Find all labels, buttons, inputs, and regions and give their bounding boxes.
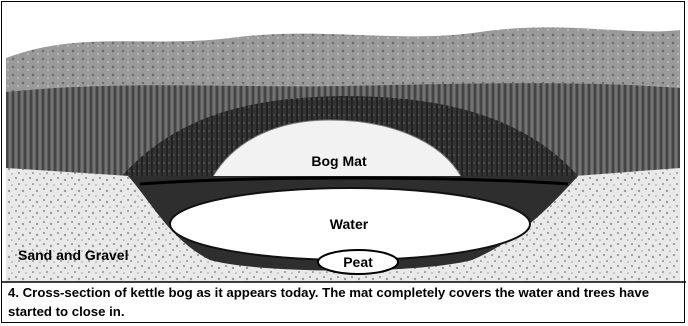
water-label: Water (330, 216, 369, 232)
figure-caption: 4. Cross-section of kettle bog as it app… (8, 283, 684, 321)
sand-and-gravel-label: Sand and Gravel (18, 247, 128, 263)
bog-mat-label: Bog Mat (311, 153, 367, 169)
peat-label: Peat (343, 254, 373, 270)
